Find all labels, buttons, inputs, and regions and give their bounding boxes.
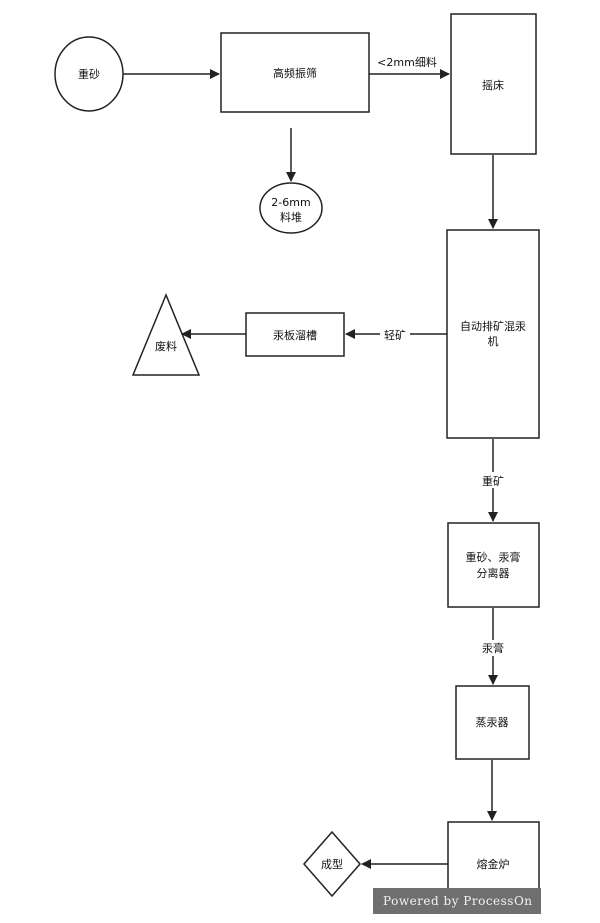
node-gaopin-zhenshai: 高频振筛: [220, 32, 370, 113]
edge-label-light-ore-bg: [380, 327, 410, 342]
node-zhongsha-label: 重砂: [78, 67, 100, 81]
node-zidong-label-2: 机: [488, 334, 499, 348]
powered-by-watermark[interactable]: Powered by ProcessOn: [373, 888, 541, 914]
edge-label-heavy-ore-bg: [478, 472, 508, 488]
node-gongban-liucao-label: 汞板溜槽: [273, 328, 317, 342]
edge-label-light-ore: 轻矿: [384, 328, 406, 342]
node-liaodui-label-2: 料堆: [280, 210, 302, 224]
node-fenliqi-label-2: 分离器: [477, 566, 510, 580]
node-chengxing: 成型: [303, 830, 361, 898]
node-liaodui-label-1: 2-6mm: [271, 196, 310, 209]
node-fenliqi-label-1: 重砂、汞膏: [466, 550, 521, 564]
edge-label-amalgam: 汞膏: [482, 641, 504, 655]
node-zidong-label-1: 自动排矿混汞: [460, 319, 526, 333]
node-feiliao: 废料: [131, 293, 201, 376]
node-gaopin-zhenshai-label: 高频振筛: [273, 66, 317, 80]
node-liaodui: 2-6mm 料堆: [259, 182, 323, 234]
node-yaochuang: 摇床: [450, 13, 537, 155]
node-yaochuang-label: 摇床: [482, 78, 504, 92]
node-zhongsha: 重砂: [54, 36, 124, 112]
node-feiliao-label: 废料: [155, 339, 177, 353]
node-rongjinlu-label: 熔金炉: [477, 857, 510, 871]
edge-label-heavy-ore: 重矿: [482, 474, 504, 488]
node-fenliqi: 重砂、汞膏 分离器: [447, 522, 540, 608]
edge-label-fine-material: <2mm细料: [377, 55, 437, 69]
node-zidong-hungongji: 自动排矿混汞 机: [446, 229, 540, 439]
node-zhenggongqi: 蒸汞器: [455, 685, 530, 760]
node-gongban-liucao: 汞板溜槽: [245, 312, 345, 357]
node-chengxing-label: 成型: [321, 857, 343, 871]
node-zhenggongqi-label: 蒸汞器: [476, 716, 509, 729]
edge-label-amalgam-bg: [478, 640, 508, 656]
